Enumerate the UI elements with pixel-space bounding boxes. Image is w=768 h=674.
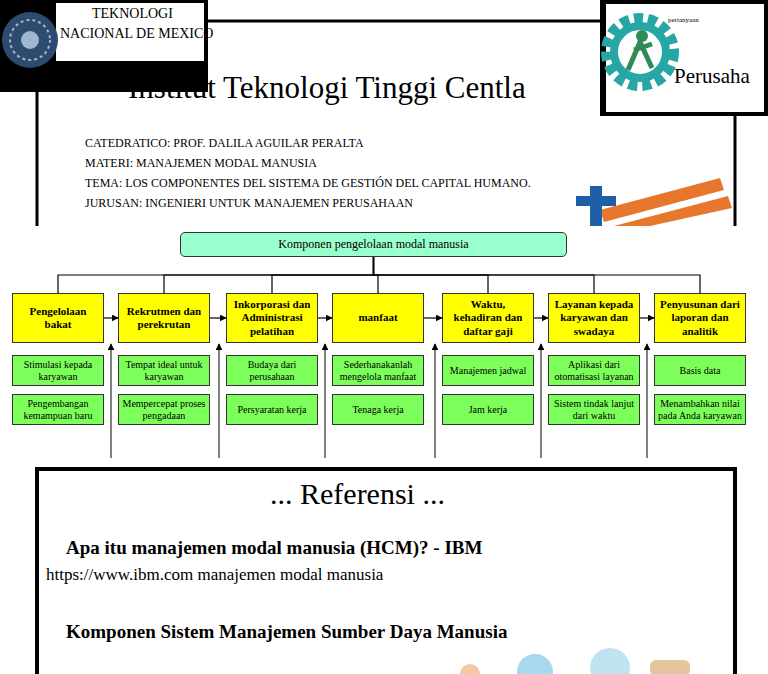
reference-title: Komponen Sistem Manajemen Sumber Daya Ma… (66, 621, 507, 643)
box-text: Rekrutmen dan perekrutan (122, 305, 206, 331)
logo-text: NACIONAL DE MEXICO (60, 26, 213, 42)
logo-cross (576, 196, 616, 206)
box-text: manfaat (358, 311, 397, 324)
detail-box: Budaya dari perusahaan (226, 355, 318, 386)
box-text: Pengelolaan bakat (16, 305, 100, 331)
category-box: Penyusunan dari laporan dan analitik (654, 293, 746, 343)
info-line: MATERI: MANAJEMEN MODAL MANUSIA (85, 157, 317, 171)
logo-stripe (614, 196, 732, 226)
slide-title: Institut Teknologi Tinggi Centla (128, 70, 526, 106)
feed-line (541, 344, 542, 458)
connector (640, 317, 654, 318)
slide-title: ... Referensi ... (270, 477, 445, 512)
feed-line (325, 344, 326, 458)
category-box: Layanan kepada karyawan dan swadaya (548, 293, 640, 343)
connector (374, 257, 701, 293)
gear-symbol (606, 18, 674, 86)
info-line: CATEDRATICO: PROF. DALILA AGUILAR PERALT… (85, 137, 364, 151)
logo-emblem-ring (10, 20, 50, 60)
gear-symbol (614, 26, 666, 78)
detail-box: Basis data (654, 355, 746, 386)
box-text: Tenaga kerja (352, 404, 403, 416)
reference-url: https://www.ibm.com manajemen modal manu… (46, 565, 383, 585)
cartoon-figure (590, 648, 630, 674)
info-line: JURUSAN: INGENIERI UNTUK MANAJEMEN PERUS… (85, 197, 413, 211)
root-box: Komponen pengelolaan modal manusia (180, 232, 567, 257)
logo-text: Perusaha (674, 64, 750, 88)
box-text: Mempercepat proses pengadaan (122, 398, 206, 421)
reference-title: Apa itu manajemen modal manusia (HCM)? -… (66, 537, 482, 559)
cartoon-figure (517, 654, 553, 674)
feed-line (219, 344, 220, 458)
cartoon-figure (460, 664, 480, 674)
box-text: Komponen pengelolaan modal manusia (278, 237, 468, 252)
box-text: Stimulasi kepada karyawan (16, 359, 100, 382)
category-box: Waktu, kehadiran dan daftar gaji (442, 293, 534, 343)
box-text: Budaya dari perusahaan (230, 359, 314, 382)
box-text: Jam kerja (469, 404, 508, 416)
category-box: Inkorporasi dan Administrasi pelatihan (226, 293, 318, 343)
detail-box: Jam kerja (442, 394, 534, 425)
connector (104, 317, 118, 318)
box-text: Waktu, kehadiran dan daftar gaji (446, 298, 530, 338)
logo-emblem-core (21, 31, 39, 49)
box-text: Inkorporasi dan Administrasi pelatihan (230, 298, 314, 338)
logo-panel (600, 0, 768, 116)
detail-box: Manajemen jadwal (442, 355, 534, 386)
detail-box: Pengembangan kemampuan baru (12, 394, 104, 425)
worker-head (636, 30, 648, 42)
box-text: Persyaratan kerja (237, 404, 306, 416)
category-box: manfaat (332, 293, 424, 343)
logo-text: TEKNOLOGI (92, 6, 173, 22)
detail-box: Persyaratan kerja (226, 394, 318, 425)
detail-box: Sistem tindak lanjut dari waktu (548, 394, 640, 425)
detail-box: Tempat ideal untuk karyawan (118, 355, 210, 386)
category-box: Pengelolaan bakat (12, 293, 104, 343)
connector (318, 317, 332, 318)
logo-patch (606, 4, 764, 112)
connector (272, 257, 374, 293)
feed-line (647, 344, 648, 458)
detail-box: Mempercepat proses pengadaan (118, 394, 210, 425)
detail-box: Tenaga kerja (332, 394, 424, 425)
box-text: Penyusunan dari laporan dan analitik (658, 298, 742, 338)
connector (424, 317, 442, 318)
worker-figure (628, 42, 652, 70)
box-text: Aplikasi dari otomatisasi layanan (552, 359, 636, 382)
detail-box: Menambahkan nilai pada Anda karyawan (654, 394, 746, 425)
connector (58, 257, 374, 293)
box-text: Tempat ideal untuk karyawan (122, 359, 206, 382)
detail-box: Aplikasi dari otomatisasi layanan (548, 355, 640, 386)
connector (164, 257, 374, 293)
category-box: Rekrutmen dan perekrutan (118, 293, 210, 343)
box-text: Pengembangan kemampuan baru (16, 398, 100, 421)
slide-frame (37, 469, 735, 674)
connector (534, 317, 548, 318)
box-text: Layanan kepada karyawan dan swadaya (552, 298, 636, 338)
info-line: TEMA: LOS COMPONENTES DEL SISTEMA DE GES… (85, 177, 531, 191)
logo-text: pertanyaan (668, 16, 699, 24)
feed-line (111, 344, 112, 458)
box-text: Menambahkan nilai pada Anda karyawan (658, 398, 742, 421)
detail-box: Sederhanakanlah mengelola manfaat (332, 355, 424, 386)
box-text: Sederhanakanlah mengelola manfaat (336, 359, 420, 382)
detail-box: Stimulasi kepada karyawan (12, 355, 104, 386)
cartoon-figure (650, 660, 690, 674)
logo-emblem (2, 12, 58, 68)
box-text: Basis data (680, 365, 721, 377)
feed-line (435, 344, 436, 458)
box-text: Manajemen jadwal (450, 365, 526, 377)
connector (210, 317, 226, 318)
box-text: Sistem tindak lanjut dari waktu (552, 398, 636, 421)
